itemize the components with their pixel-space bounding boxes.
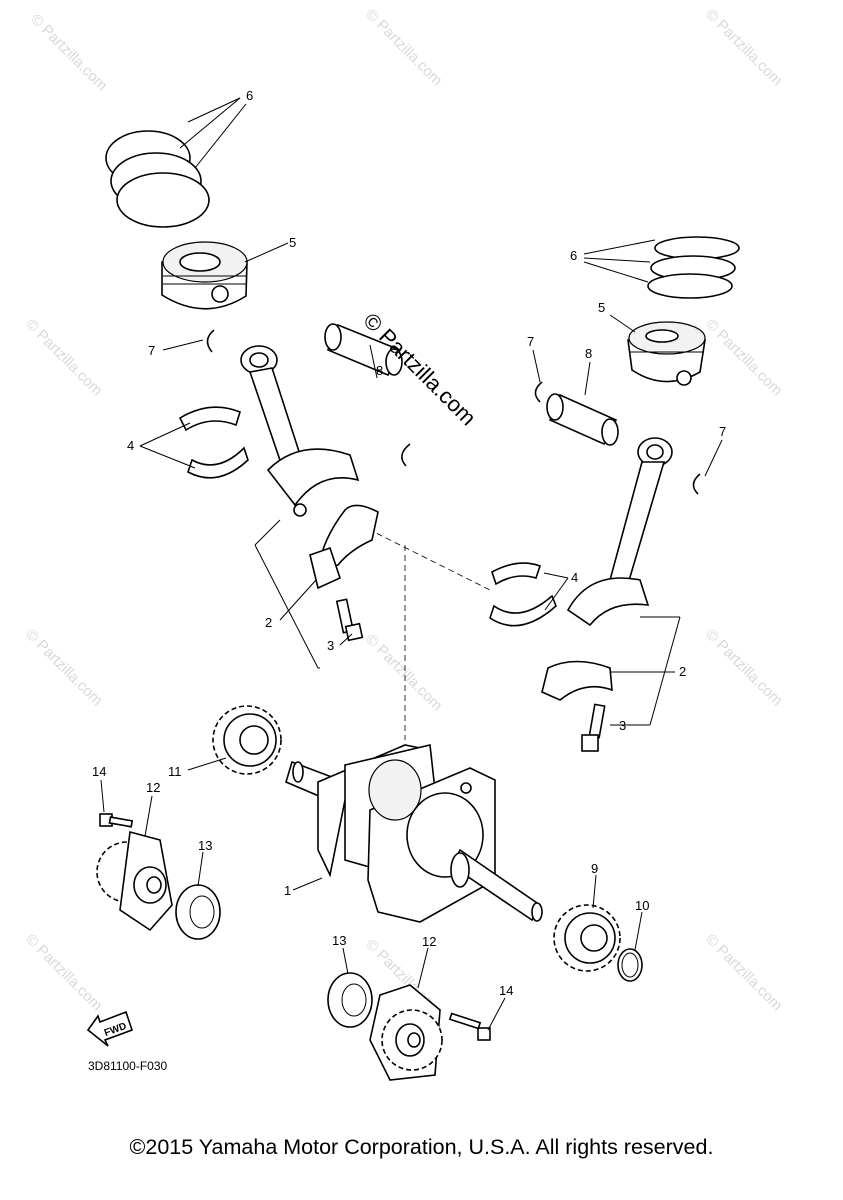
piston-rings-left [105,130,210,228]
connecting-rod-left [240,345,360,517]
callout-piston: 5 [598,300,605,315]
callout-balancer: 12 [422,934,436,949]
leader-lines [100,97,723,1031]
bolt-14-lower [448,1012,491,1041]
bearing-13-lower [327,972,373,1028]
callout-numbers: 6 5 7 8 4 2 3 6 5 7 8 7 4 2 3 11 14 12 1… [92,88,726,998]
callout-circlip: 10 [635,898,649,913]
watermark-tile: © Partzilla.com [702,931,785,1014]
callout-bolt: 3 [327,638,334,653]
bearing-shells-right [489,562,557,627]
callout-bearing: 13 [332,933,346,948]
circlip-10 [617,948,643,982]
callout-balancer: 12 [146,780,160,795]
connecting-rod-right [566,437,673,627]
bolt-14-left [99,813,134,828]
callout-piston: 5 [289,235,296,250]
rod-cap-right [541,660,613,701]
callout-bearing: 13 [198,838,212,853]
watermark-tile: © Partzilla.com [22,931,105,1014]
callout-drive-gear: 11 [168,764,182,779]
callout-piston-pin-clip: 7 [527,334,534,349]
callout-bolt: 14 [499,983,513,998]
piston-pin-right [546,393,619,446]
piston-pin-clip-right [534,381,543,403]
rod-cap-left [309,504,379,590]
callout-piston-pin: 8 [585,346,592,361]
callout-piston-ring-set: 6 [570,248,577,263]
callout-piston-ring-set: 6 [246,88,253,103]
piston-pin-clip-left-outer [401,443,411,467]
piston-left [161,241,248,310]
watermark-tile: © Partzilla.com [362,631,445,714]
fwd-direction-arrow: FWD [86,1010,134,1047]
rod-bolt-right [581,703,606,752]
callout-piston-pin: 8 [376,363,383,378]
callout-bolt: 3 [619,718,626,733]
exploded-parts-diagram: © Partzilla.com © Partzilla.com © Partzi… [22,6,786,1081]
piston-right [627,321,706,386]
watermark-tile: © Partzilla.com [27,11,110,94]
callout-connecting-rod: 2 [265,615,272,630]
callout-crankshaft: 1 [284,883,291,898]
gear-9 [553,904,621,972]
bearing-shells-left [178,406,249,479]
assembly-line-big-end [349,519,491,591]
bearing-13-left [175,884,221,940]
piston-pin-clip-left [206,329,215,353]
callout-piston-pin-clip: 7 [719,424,726,439]
watermark-tile: © Partzilla.com [702,316,785,399]
watermark-tile: © Partzilla.com [22,626,105,709]
balancer-lower [369,984,443,1081]
rod-bolt-left [335,598,364,642]
piston-pin-left [324,323,403,377]
callout-piston-pin-clip: 7 [148,343,155,358]
balancer-left [96,830,173,932]
watermark-tile: © Partzilla.com [362,6,445,89]
callout-bolt: 14 [92,764,106,779]
gear-11 [212,705,282,775]
crankshaft [285,744,543,923]
piston-rings-right [647,236,740,299]
callout-bearing: 4 [571,570,578,585]
copyright-notice: ©2015 Yamaha Motor Corporation, U.S.A. A… [129,1135,714,1159]
watermark-tile: © Partzilla.com [702,6,785,89]
diagram-part-code: 3D81100-F030 [88,1059,167,1073]
callout-connecting-rod: 2 [679,664,686,679]
callout-drive-gear: 9 [591,861,598,876]
watermark-tile: © Partzilla.com [702,626,785,709]
watermark-tile: © Partzilla.com [22,316,105,399]
piston-pin-clip-right-outer [692,473,701,495]
callout-bearing: 4 [127,438,134,453]
